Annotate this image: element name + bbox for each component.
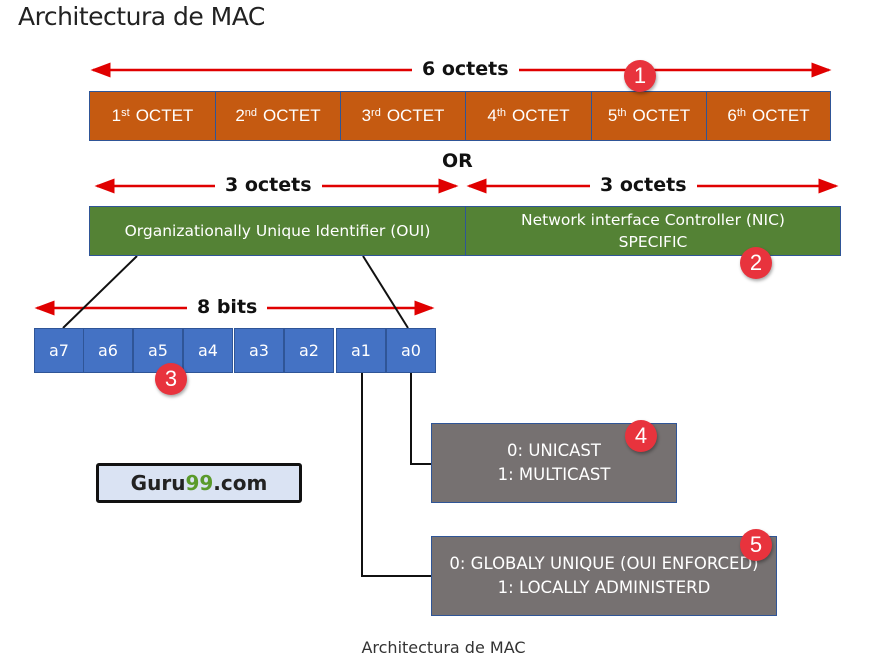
span-label-6-octets: 6 octets [412, 58, 519, 80]
span-label-bits: 8 bits [187, 296, 268, 318]
badge-3: 3 [155, 363, 187, 395]
bit-a3: a3 [234, 328, 284, 373]
badge-2: 2 [740, 247, 772, 279]
admin-line1: 0: GLOBALY UNIQUE (OUI ENFORCED) [449, 554, 759, 573]
bit-a7: a7 [34, 328, 84, 373]
figure-caption: Architectura de MAC [361, 638, 526, 657]
zoom-line-left [62, 255, 138, 329]
admin-type-box: 0: GLOBALY UNIQUE (OUI ENFORCED) 1: LOCA… [431, 536, 777, 616]
bit-a4: a4 [183, 328, 233, 373]
or-label: OR [442, 150, 473, 172]
cast-line1: 0: UNICAST [507, 441, 601, 460]
page-title: Architectura de MAC [18, 2, 265, 31]
badge-1: 1 [624, 60, 656, 92]
badge-4: 4 [625, 420, 657, 452]
zoom-line-right [362, 255, 409, 329]
nic-label-line1: Network interface Controller (NIC) [521, 211, 785, 229]
bit-a1: a1 [336, 328, 386, 373]
oui-box: Organizationally Unique Identifier (OUI) [89, 206, 466, 256]
oui-label: Organizationally Unique Identifier (OUI) [124, 222, 431, 240]
admin-line2: 1: LOCALLY ADMINISTERD [497, 578, 711, 597]
nic-label-line2: SPECIFIC [618, 233, 688, 251]
bit-a0: a0 [386, 328, 436, 373]
bit-a6: a6 [83, 328, 133, 373]
cast-line2: 1: MULTICAST [497, 465, 611, 484]
span-label-nic: 3 octets [590, 174, 697, 196]
nic-box: Network interface Controller (NIC) SPECI… [465, 206, 841, 256]
span-label-oui: 3 octets [215, 174, 322, 196]
bit-a2: a2 [284, 328, 334, 373]
connector-a1-admin [361, 373, 431, 577]
connector-a0-cast [410, 373, 431, 465]
badge-5: 5 [740, 529, 772, 561]
